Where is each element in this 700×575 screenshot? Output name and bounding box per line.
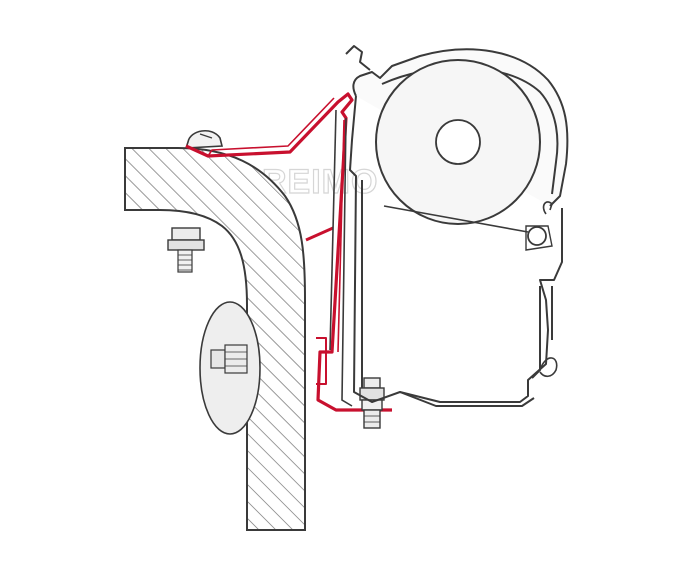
- bracket-rails: [329, 109, 353, 407]
- bracket-bolt: [359, 377, 385, 429]
- rail-hook: [542, 201, 553, 215]
- lower-hook: [539, 357, 558, 378]
- fabric-tail: [383, 205, 529, 233]
- roof-bolt-nut: [167, 227, 205, 273]
- roll-axle: [435, 119, 481, 165]
- vehicle-wall-section: [124, 147, 306, 531]
- roof-bolt-head: [184, 130, 224, 149]
- lead-rail: [525, 225, 553, 251]
- adapter-bracket: [185, 92, 392, 412]
- pad-bolt: [210, 344, 248, 374]
